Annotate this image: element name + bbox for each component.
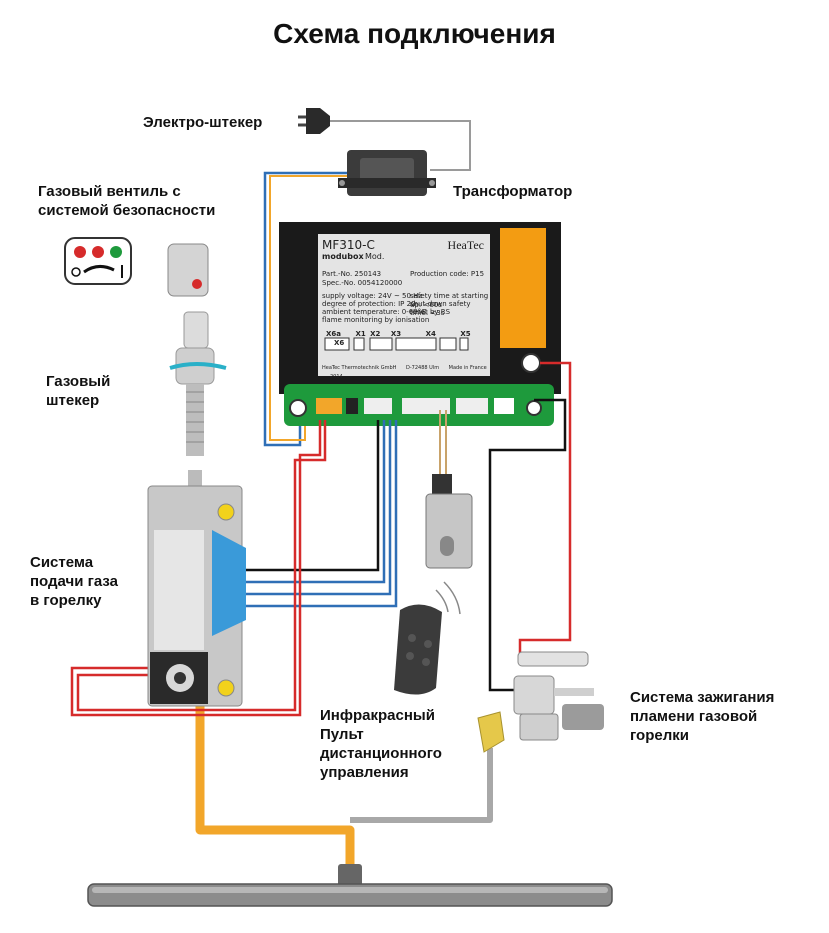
degree-protection: degree of protection: IP 20 (322, 300, 416, 308)
gas-valve-body (167, 243, 209, 297)
label-power-plug: Электро-штекер (143, 114, 263, 131)
safety-shutdown: shut-down safety time: <3s (410, 300, 471, 317)
label-gas-plug: Газовый штекер (46, 373, 111, 409)
gas-pipe-grey (350, 748, 493, 823)
reset-info: reset by RS (410, 308, 451, 316)
label-remote: Инфракрасный Пульт дистанционного управл… (320, 707, 442, 781)
footer-text: D-72488 Ulm (406, 365, 440, 371)
series-name: modubox (322, 252, 364, 261)
ignition-assembly (477, 651, 604, 753)
transformer (338, 150, 436, 196)
sensor-module (425, 410, 473, 569)
terminal-label: X6 (334, 339, 345, 347)
mod-label: Mod. (365, 252, 385, 261)
flame-monitoring: flame monitoring by ionisation (322, 316, 430, 324)
label-footer: HeaTec Thermotechnik GmbH D-72488 Ulm Ma… (322, 364, 490, 382)
burner-bar (87, 864, 613, 907)
spec-no: Spec.-No. 0054120000 (322, 279, 403, 287)
model-name: MF310-C (322, 238, 375, 252)
label-gas-valve: Газовый вентиль с системой безопасности (38, 183, 216, 219)
gas-plug (169, 311, 227, 486)
brand-name: HeaTec (447, 238, 484, 252)
footer-text: Made in France (448, 365, 487, 371)
terminal-label: X4 (425, 330, 436, 338)
power-plug (298, 108, 471, 171)
terminal-label: X5 (460, 330, 471, 338)
ambient-temp: ambient temperature: 0-60°C (322, 308, 427, 316)
gas-valve-panel (64, 237, 132, 285)
remote-control (394, 581, 461, 695)
gas-supply-block (147, 485, 246, 707)
control-unit (279, 222, 561, 394)
control-unit-label: MF310-C HeaTec modubox Mod. Part.-No. 25… (320, 236, 490, 380)
label-transformer: Трансформатор (453, 183, 573, 200)
production-code: Production code: P15 (410, 270, 485, 278)
terminal-label: X3 (390, 330, 402, 338)
safety-start: safety time at starting up: <60s (410, 292, 489, 309)
terminal-label: X1 (355, 330, 366, 338)
terminal-label: X6a (326, 330, 341, 338)
pcb-board (284, 384, 554, 426)
label-gas-supply: Система подачи газа в горелку (30, 554, 118, 609)
footer-text: HeaTec Thermotechnik GmbH (322, 365, 397, 371)
page-title: Схема подключения (273, 18, 556, 49)
gas-pipe-orange (195, 705, 355, 870)
footer-text: 2014 (330, 374, 343, 380)
supply-voltage: supply voltage: 24V ~ 50 Hz (322, 292, 423, 300)
part-no: Part.-No. 250143 (322, 270, 382, 278)
label-ignition: Система зажигания пламени газовой горелк… (630, 689, 775, 744)
terminal-labels: X6a X1 X2 X3 X4 X5 X6 (326, 330, 486, 348)
terminal-label: X2 (370, 330, 381, 338)
